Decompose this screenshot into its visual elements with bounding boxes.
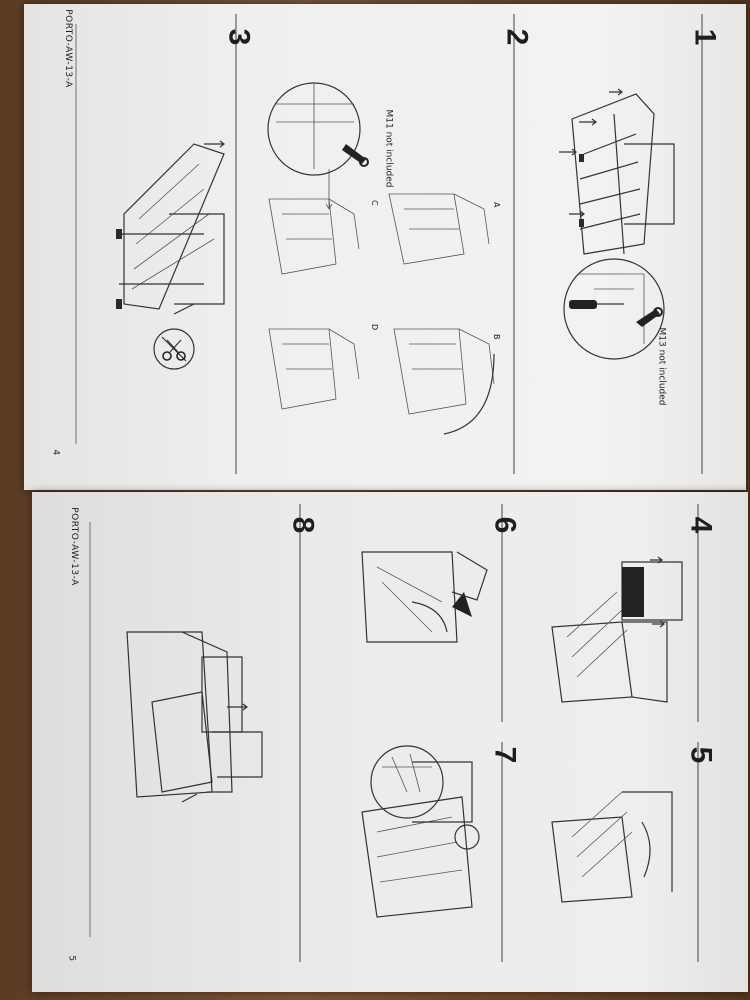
page-5-illustrations — [89, 504, 699, 962]
footer-code: PORTO-AW-13-A — [62, 9, 73, 88]
step-4-sofa-drawing — [551, 556, 683, 703]
page-number: 5 — [66, 955, 77, 962]
step-number-5: 5 — [684, 746, 718, 764]
step-number-4: 4 — [684, 516, 718, 534]
step-number-2: 2 — [500, 28, 534, 46]
step-2-callout: M11 not included — [383, 109, 394, 188]
step-number-3: 3 — [222, 28, 256, 46]
arrow-icon — [559, 88, 623, 218]
svg-text:D: D — [370, 324, 379, 330]
footer-code: PORTO-AW-13-A — [68, 507, 79, 586]
step-5-sofa-drawing — [551, 791, 673, 903]
svg-text:B: B — [492, 334, 501, 340]
manual-page-5: 4 5 6 7 8 PORTO-AW-13-A 5 — [32, 492, 748, 992]
step-2-detail-circle — [267, 82, 361, 176]
svg-text:C: C — [370, 200, 379, 206]
step-6-mechanism-drawing — [361, 551, 488, 643]
manual-page-4: A B C D — [24, 4, 746, 490]
step-number-8: 8 — [286, 516, 320, 534]
page-number: 4 — [50, 449, 61, 456]
page-4-illustrations: A B C D — [75, 14, 703, 474]
step-1-detail-circle — [563, 258, 665, 360]
wrench-icon — [636, 307, 663, 327]
step-8-sofa-drawing — [126, 631, 263, 803]
step-2-drawings: A B C D — [268, 169, 501, 435]
no-cut-scissors-icon — [153, 328, 195, 370]
step-number-1: 1 — [688, 28, 722, 46]
step-number-7: 7 — [488, 746, 522, 764]
svg-text:A: A — [492, 202, 501, 208]
step-number-6: 6 — [488, 516, 522, 534]
step-3-sofa-drawing — [116, 140, 225, 315]
step-1-callout: M13 not included — [656, 327, 667, 406]
step-1-sofa-drawing — [571, 93, 675, 255]
step-7-sofa-drawing — [361, 745, 480, 918]
wrench-icon — [342, 144, 369, 167]
